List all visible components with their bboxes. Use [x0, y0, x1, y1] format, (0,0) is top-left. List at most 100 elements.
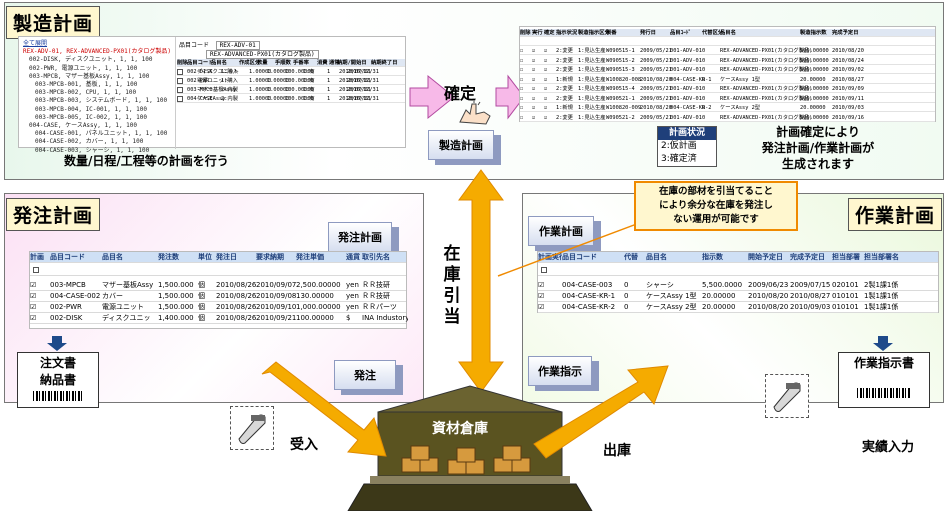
order-slip-label: 注文書	[39, 356, 76, 370]
plan-checkbox[interactable]: ☐	[520, 48, 524, 54]
bom-cell: 1.00000	[267, 96, 290, 102]
plan-checkbox[interactable]: ☑	[544, 95, 548, 102]
plan-checkbox[interactable]: ☐	[520, 114, 524, 121]
row-checkbox[interactable]	[177, 86, 183, 93]
plan-caption: 数量/日程/工程等の計画を行う	[64, 154, 229, 168]
tree-node[interactable]: 002-PWR, 電源ユニット, 1, 1, 100	[29, 64, 138, 72]
item-name-field[interactable]: REX-ADVANCED-PX01(カタログ製品)	[206, 50, 319, 59]
tree-node[interactable]: 004-CASE-003, シャーシ, 1, 1, 100	[35, 146, 150, 154]
tree-node[interactable]: 003-MPCB-003, システムボード, 1, 1, 100	[35, 97, 168, 105]
tree-node[interactable]: 004-CASE-001, パネルユニット, 1, 1, 100	[35, 130, 168, 138]
plan-checkbox[interactable]: ☑	[544, 48, 548, 54]
work-cell: 2009/06/23	[748, 281, 789, 289]
plan-checkbox[interactable]: ☑	[532, 67, 536, 73]
order-row-check[interactable]: ☑	[30, 281, 37, 289]
work-row-check[interactable]: ☑	[538, 292, 545, 300]
row-checkbox[interactable]	[177, 77, 183, 84]
bom-cell: 1:有	[303, 69, 315, 75]
plan-checkbox[interactable]: ☐	[520, 86, 524, 92]
order-row-check[interactable]: ☑	[30, 292, 37, 300]
plan-checkbox[interactable]: ☑	[544, 76, 548, 83]
plan-checkbox[interactable]: ☑	[532, 95, 536, 102]
work-cell: 2010/08/20	[748, 292, 789, 300]
tree-node[interactable]: 004-CASE, ケースAssy, 1, 1, 100	[29, 122, 138, 130]
plan-cell: 2:変更	[556, 57, 573, 64]
tree-title[interactable]: 全て展開	[23, 40, 48, 47]
order-cell: 1,400.000	[158, 314, 194, 322]
tree-node[interactable]: REX-ADV-01, REX-ADVANCED-PX01(カタログ製品)	[23, 48, 171, 56]
work-select-all[interactable]	[541, 267, 547, 273]
tree-node[interactable]: 004-CASE-002, カバー, 1, 1, 100	[35, 138, 144, 146]
work-row-check[interactable]: ☑	[538, 303, 545, 311]
order-cell: 002-DISK	[50, 314, 83, 322]
work-header-cell: 品目名	[646, 253, 667, 261]
tree-node[interactable]: 002-DISK, ディスクユニット, 1, 1, 100	[29, 56, 153, 64]
item-code-field[interactable]: REX-ADV-01	[215, 41, 260, 50]
tree-node[interactable]: 003-MPCB-004, IC-001, 1, 1, 100	[35, 105, 147, 113]
plan-checkbox[interactable]: ☐	[520, 76, 524, 83]
plan-checkbox[interactable]: ☑	[532, 48, 536, 54]
plan-checkbox[interactable]: ☑	[532, 105, 536, 111]
inventory-char-3: 引	[443, 286, 461, 306]
plan-checkbox[interactable]: ☑	[532, 57, 536, 64]
plan-cell: W090521-1	[606, 95, 635, 102]
bom-header-cell: 品目コード	[187, 60, 214, 66]
plan-checkbox[interactable]: ☑	[544, 114, 548, 121]
plan-header-cell: 製番	[606, 30, 617, 36]
plan-checkbox[interactable]: ☐	[520, 57, 524, 64]
result-line-1: 計画確定により	[776, 125, 860, 139]
bom-header-cell: 作成区分	[239, 60, 261, 66]
receive-arrow	[261, 361, 387, 457]
plan-checkbox[interactable]: ☐	[520, 67, 524, 73]
row-checkbox[interactable]	[177, 68, 183, 75]
plan-checkbox[interactable]: ☑	[544, 105, 548, 111]
work-row-check[interactable]: ☑	[538, 281, 545, 289]
plan-checkbox[interactable]: ☑	[544, 67, 548, 73]
bom-cell: 2010/12/31	[347, 87, 379, 93]
plan-checkbox[interactable]: ☑	[544, 57, 548, 64]
order-select-all[interactable]	[33, 267, 39, 273]
tree-node[interactable]: 003-MPCB, マザー基板Assy, 1, 1, 100	[29, 72, 150, 80]
order-row-check[interactable]: ☑	[30, 303, 37, 311]
row-checkbox[interactable]	[177, 95, 183, 102]
tree-node[interactable]: 003-MPCB-002, CPU, 1, 1, 100	[35, 89, 137, 97]
order-row-check[interactable]: ☑	[30, 314, 37, 322]
plan-checkbox[interactable]: ☑	[532, 76, 536, 83]
plan-cell: 20.00000	[800, 76, 826, 83]
plan-checkbox[interactable]: ☑	[544, 86, 548, 92]
barcode-icon	[33, 391, 83, 401]
plan-checkbox[interactable]: ☑	[532, 86, 536, 92]
order-plan-box: 発注計画	[328, 222, 392, 252]
work-cell: 004-CASE-KR-2	[562, 303, 616, 311]
plan-checkbox[interactable]: ☐	[520, 105, 524, 111]
plan-cell: 2010/08/20	[640, 105, 672, 111]
tree-node[interactable]: 003-MPCB-001, 基板, 1, 1, 100	[35, 81, 138, 89]
tree-node[interactable]: 003-MPCB-005, IC-002, 1, 1, 100	[35, 113, 147, 121]
work-cell: 0	[624, 281, 629, 289]
order-cell: 004-CASE-002	[50, 292, 101, 300]
plan-checkbox[interactable]: ☐	[520, 95, 524, 102]
plan-cell: 1:見込生産	[578, 114, 606, 121]
plan-cell: W100820-008	[606, 76, 642, 83]
plan-cell: 2:変更	[556, 95, 573, 102]
plan-checkbox[interactable]: ☑	[532, 114, 536, 121]
